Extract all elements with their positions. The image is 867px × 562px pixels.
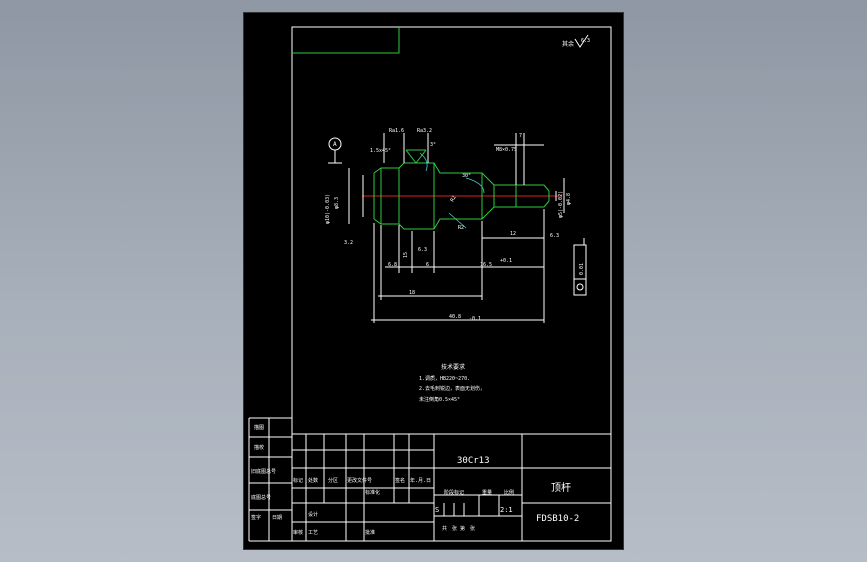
dim-dia-right: φ4.8 — [566, 193, 572, 205]
col-label-1: 标记 — [293, 477, 303, 484]
dim-7: 7 — [519, 133, 522, 139]
part-outline — [373, 149, 550, 230]
roughness-corner-symbol: 其余 6.3 — [562, 34, 590, 48]
roughness-corner-value: 6.3 — [581, 38, 590, 44]
weight-header: 重量 — [482, 489, 492, 496]
dim-dia-right-tol: φ5(-0.02) — [558, 191, 564, 218]
col-label-4: 更改文件号 — [347, 477, 372, 484]
side-r2: 描校 — [254, 444, 264, 451]
col-label-6: 年.月.日 — [410, 477, 431, 484]
col-label-3: 分区 — [328, 477, 338, 484]
dim-ra-small: 6.3 — [418, 247, 427, 253]
tech-req-line2: 2.去毛刺锐边，表面无划伤， — [419, 385, 485, 392]
material: 30Cr13 — [457, 456, 490, 466]
part-name: 顶杆 — [551, 482, 571, 494]
dim-40-tol: -0.1 — [469, 316, 481, 322]
dim-angle-30: 30° — [462, 173, 471, 179]
dim-ra-63: 6.3 — [550, 233, 559, 239]
col-label-5: 签名 — [395, 477, 405, 484]
drawing-no: FDSB10-2 — [536, 514, 579, 524]
datum-tol-value: 0.01 — [579, 263, 585, 275]
tech-req-title: 技术要求 — [441, 363, 465, 371]
col-label-2: 处数 — [308, 477, 318, 484]
dim-dia-left-tol: φ10(-0.03) — [325, 194, 331, 224]
dimension-lines — [348, 133, 587, 323]
dim-6: 6 — [426, 262, 429, 268]
dim-18: 18 — [409, 290, 415, 296]
side-r1: 描图 — [254, 424, 264, 431]
dim-dia-left: φ8.3 — [334, 197, 340, 209]
sheet-info: 共 张 第 张 — [442, 525, 475, 532]
inner-border — [291, 26, 612, 542]
scale: 2:1 — [500, 506, 513, 514]
dim-flat-1: Ra1.6 — [389, 128, 404, 134]
dim-40: 40.8 — [449, 314, 461, 320]
title-block: 标记 处数 分区 更改文件号 签名 年.月.日 标准化 设计 审核 工艺 批准 … — [292, 433, 611, 541]
stage-header: 阶段标记 — [444, 489, 464, 496]
row-process: 工艺 — [308, 530, 318, 536]
scale-header: 比例 — [504, 489, 514, 496]
datum-a-label: A — [333, 141, 337, 148]
dim-ra-32: 3.2 — [344, 240, 353, 246]
dim-12: 12 — [510, 231, 516, 237]
cad-canvas: 其余 6.3 A — [248, 26, 612, 542]
datum-a-symbol: A — [328, 137, 342, 164]
dim-r-small: R2 — [450, 195, 458, 203]
side-block: 描图 描校 旧底图总号 底图总号 签字 日期 — [248, 417, 292, 542]
dim-flat-2: Ra3.2 — [417, 128, 432, 134]
dim-6-8: 6.8 — [388, 262, 397, 268]
technical-requirements: 技术要求 1.调质，HB220~270. 2.去毛刺锐边，表面无划伤， 未注倒角… — [419, 363, 485, 403]
row-review: 审核 — [293, 529, 303, 536]
dim-angle-3: 3° — [430, 142, 436, 148]
roughness-corner-label: 其余 — [562, 40, 574, 48]
dim-15: 15 — [403, 252, 409, 258]
dim-16-5: 16.5 — [480, 262, 492, 268]
dim-16-5-tol: +0.1 — [500, 258, 512, 264]
stage-mark: S — [435, 506, 439, 514]
side-r4: 底图总号 — [251, 494, 271, 501]
drawing-sheet: 其余 6.3 A — [244, 13, 623, 549]
tech-req-line1: 1.调质，HB220~270. — [419, 375, 470, 382]
tech-req-line3: 未注倒角0.5×45° — [419, 396, 460, 403]
dim-thread: M8×0.75 — [496, 147, 517, 153]
side-r5b: 日期 — [272, 515, 282, 521]
corner-mark — [292, 27, 400, 54]
side-r5a: 签字 — [251, 514, 261, 521]
angle-marks — [419, 152, 485, 229]
side-r3: 旧底图总号 — [251, 468, 276, 475]
dim-chamfer-left: 1.5x45° — [370, 148, 391, 154]
dim-r-2: R2 — [458, 225, 464, 231]
row-std: 标准化 — [365, 489, 380, 496]
row-design: 设计 — [308, 511, 318, 518]
row-approve: 批准 — [365, 529, 375, 536]
